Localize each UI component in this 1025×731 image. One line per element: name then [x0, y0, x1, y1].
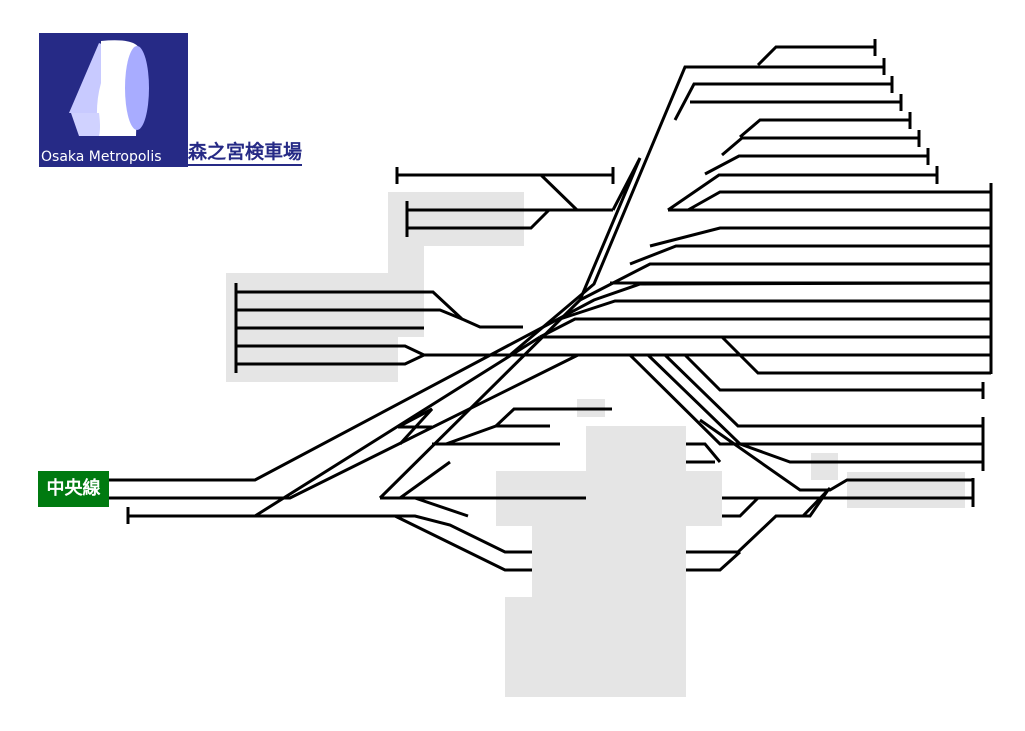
building-area	[505, 597, 686, 697]
track	[414, 496, 469, 518]
track	[236, 308, 463, 321]
logo-text: Osaka Metropolis	[41, 149, 162, 165]
track	[646, 353, 983, 464]
building-area	[388, 192, 524, 246]
track	[704, 154, 928, 176]
track	[539, 317, 991, 339]
track	[509, 65, 884, 357]
track	[722, 496, 760, 518]
track	[686, 442, 722, 463]
track	[739, 118, 910, 139]
track	[579, 262, 991, 302]
track	[663, 353, 983, 428]
tracks	[108, 39, 993, 572]
building-area	[388, 246, 424, 276]
logo-mark-icon	[69, 40, 149, 136]
building-area	[532, 526, 686, 598]
track	[559, 299, 991, 321]
track	[407, 208, 551, 230]
track	[108, 353, 579, 500]
track	[699, 418, 973, 492]
building-area	[226, 337, 398, 382]
track	[686, 550, 742, 572]
page-title[interactable]: 森之宮検車場	[188, 140, 303, 166]
track	[394, 514, 532, 572]
track	[539, 173, 579, 212]
track	[756, 45, 875, 67]
building-area	[586, 426, 686, 472]
line-label-chuo: 中央線	[38, 471, 109, 507]
track	[378, 298, 582, 500]
track	[720, 335, 991, 375]
track	[399, 460, 451, 500]
building-area	[811, 453, 838, 480]
track	[686, 489, 830, 554]
track	[578, 157, 642, 301]
track	[397, 407, 434, 446]
track	[494, 407, 612, 428]
track	[721, 136, 919, 157]
logo: Osaka Metropolis	[39, 33, 188, 167]
track	[649, 226, 991, 248]
track	[801, 486, 832, 518]
track	[667, 173, 937, 212]
building-area	[847, 472, 965, 508]
track	[628, 353, 983, 446]
track	[683, 353, 983, 392]
track	[108, 281, 992, 482]
track	[445, 424, 550, 446]
building-area	[226, 273, 424, 337]
track	[629, 244, 991, 266]
track	[687, 190, 991, 212]
track	[673, 82, 892, 121]
track	[255, 514, 532, 554]
